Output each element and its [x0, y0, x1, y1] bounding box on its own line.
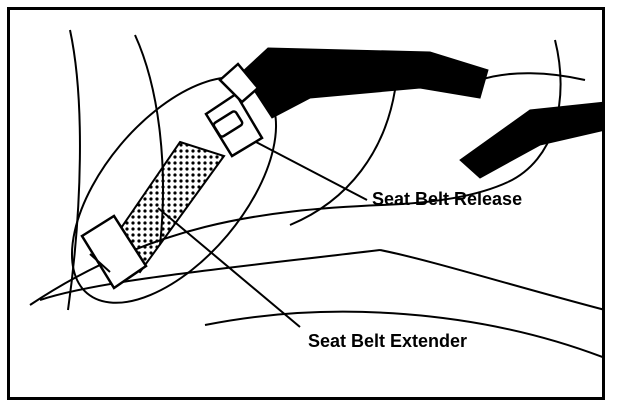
- upper-tongue-clip: [218, 62, 260, 104]
- seat-back-left-edge: [67, 29, 81, 311]
- seat-belt-release-label: Seat Belt Release: [372, 189, 523, 209]
- seat-illustration: [29, 29, 602, 358]
- latch-plate-slot: [89, 253, 111, 273]
- highlight-oval: [70, 76, 278, 304]
- extender-leader-line: [157, 207, 301, 328]
- seat-belt-extender-label: Seat Belt Extender: [308, 331, 468, 351]
- latch-plate-icon: [80, 214, 148, 290]
- seat-belt-extender-assembly: [80, 62, 264, 290]
- diagram-frame: Seat Belt Release Seat Belt Extender: [7, 7, 605, 400]
- release-leader-line: [255, 141, 368, 201]
- release-button-icon: [212, 110, 244, 138]
- seat-right-top-contour: [479, 72, 586, 81]
- belt-webbing-lower: [459, 101, 602, 179]
- seat-side-curve: [289, 89, 396, 226]
- belt-webbing-upper: [241, 47, 489, 119]
- seat-cushion-seam: [39, 249, 381, 301]
- seat-base-edge: [204, 310, 602, 358]
- extender-strap: [104, 140, 226, 274]
- seat-cushion-front-edge: [379, 249, 602, 311]
